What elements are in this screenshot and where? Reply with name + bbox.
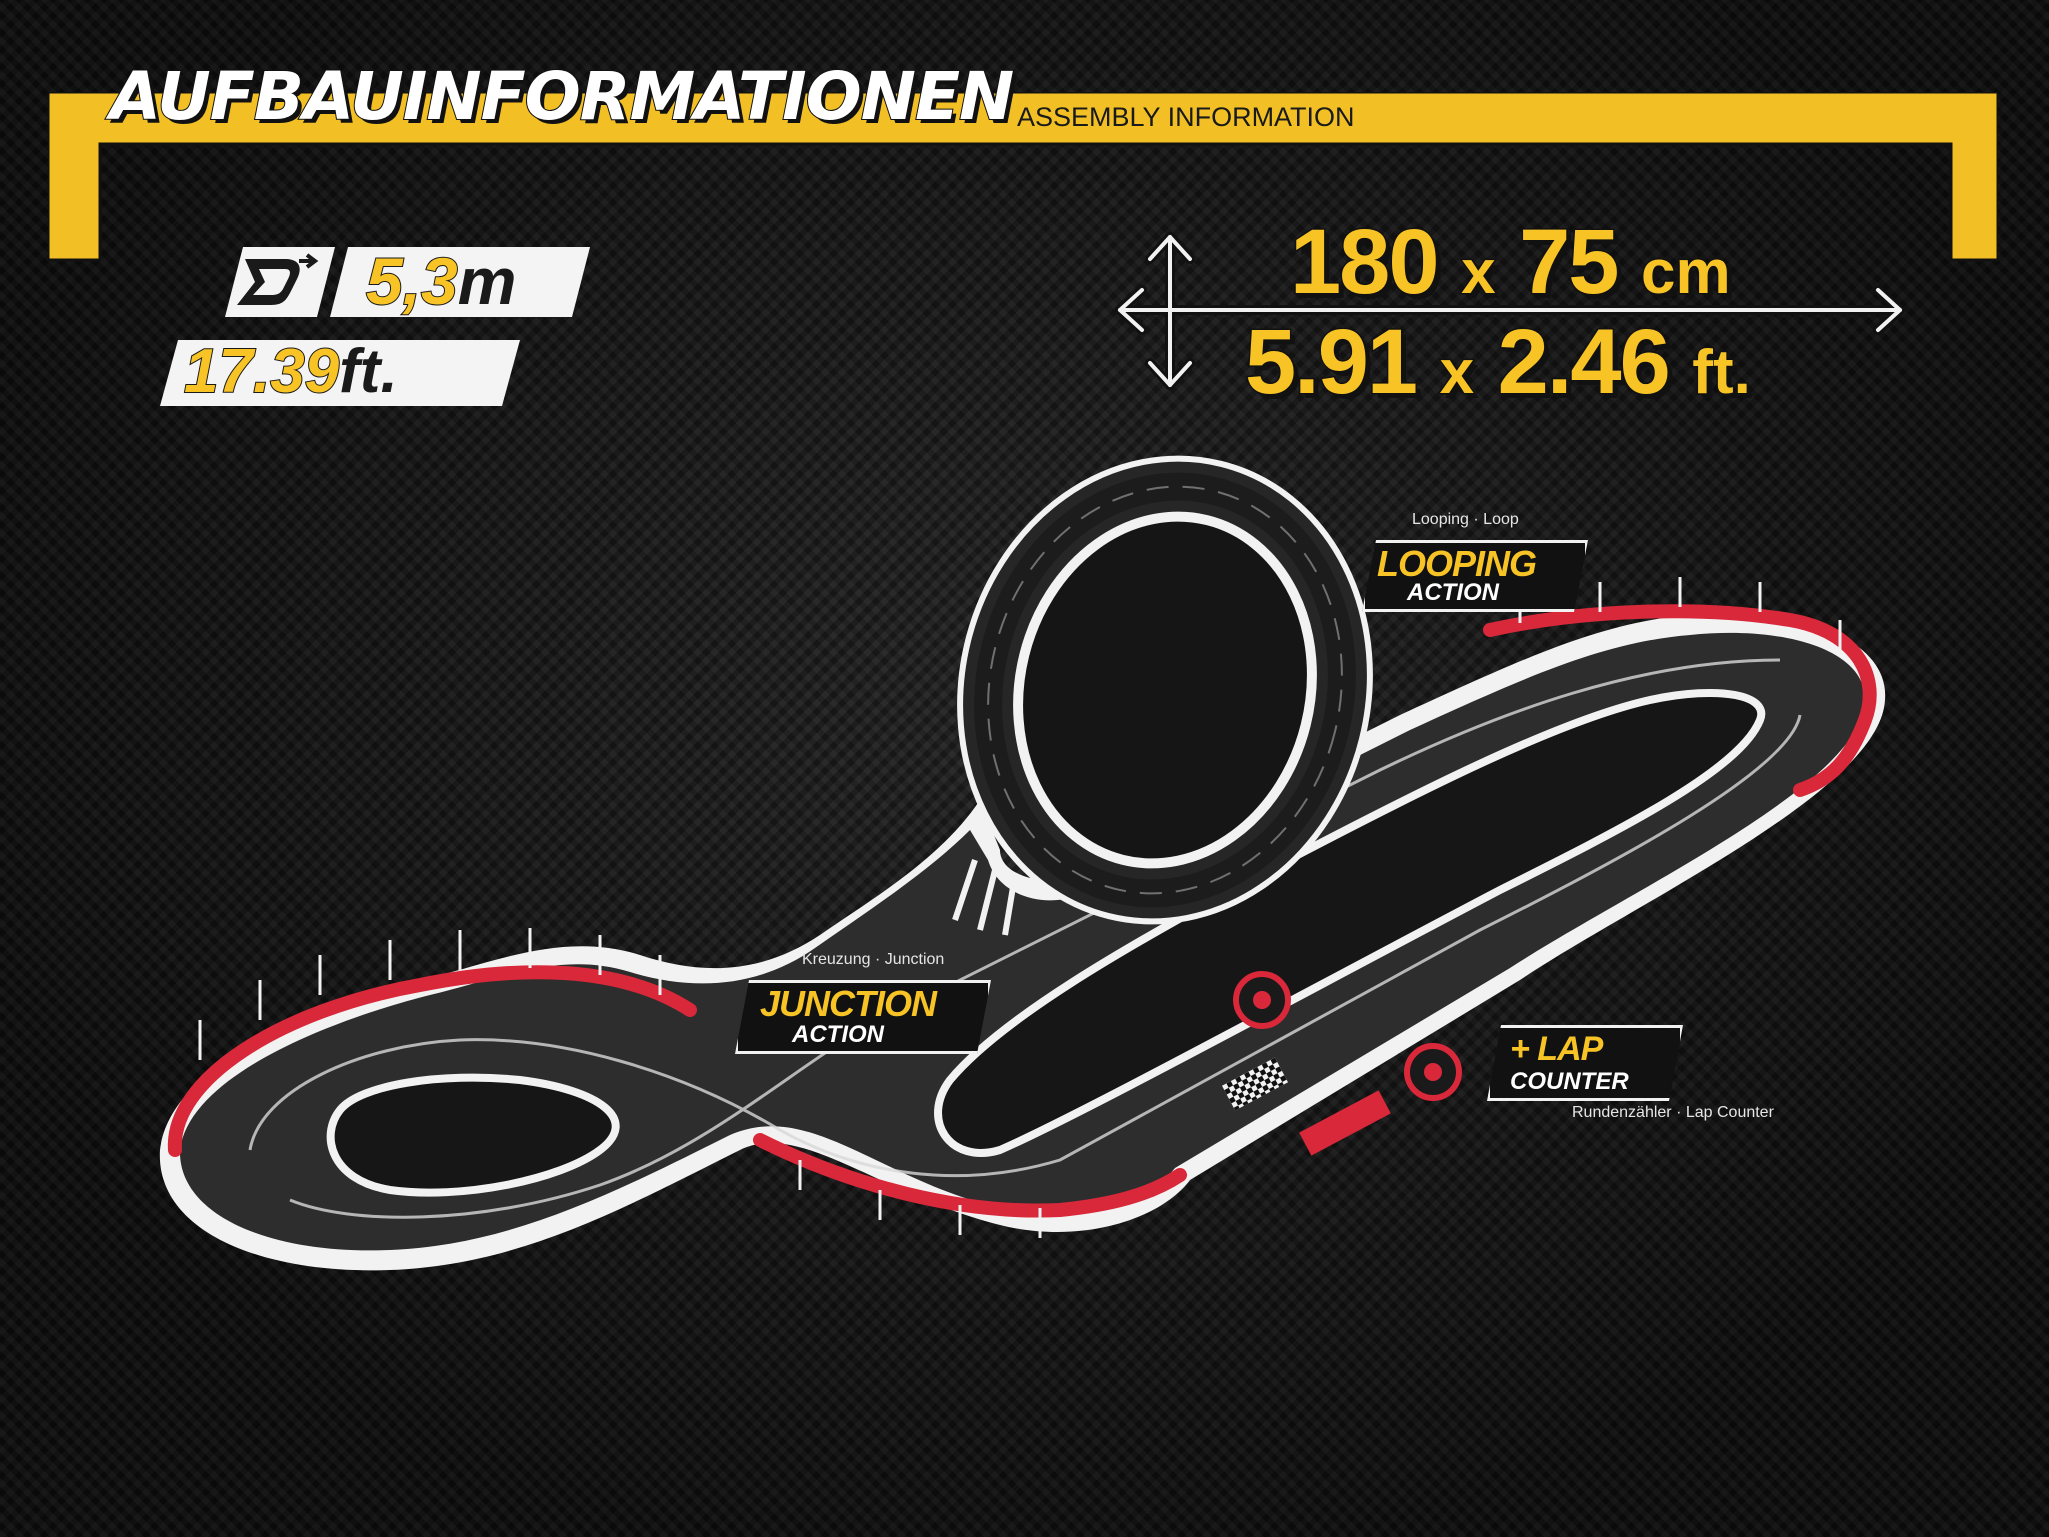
length-imperial-unit: ft.	[339, 337, 398, 406]
lap-counter-device	[1221, 971, 1462, 1156]
dimensions-metric-x: x	[1460, 237, 1498, 309]
length-icon-banner	[225, 247, 335, 317]
right-infield	[934, 688, 1766, 1157]
looping-tag: LOOPING ACTION	[1362, 540, 1588, 612]
dimension-arrows-icon	[1115, 232, 1905, 390]
junction-caption: Kreuzung · Junction	[802, 951, 945, 968]
dimensions-imperial: 5.91 x 2.46 ft.	[1243, 310, 1753, 415]
dimensions-imperial-unit: ft.	[1691, 337, 1753, 409]
junction-tag: JUNCTION ACTION	[735, 980, 991, 1054]
lap-counter-tag-main: + LAP	[1510, 1030, 1603, 1068]
dimensions-metric-width: 180	[1289, 210, 1441, 315]
track-length-icon	[225, 247, 335, 317]
dimensions-metric-height: 75	[1518, 210, 1621, 315]
dimensions-metric: 180 x 75 cm	[1289, 210, 1733, 315]
dimensions-imperial-width: 5.91	[1243, 310, 1419, 415]
dimensions-imperial-height: 2.46	[1496, 310, 1672, 415]
header-bracket	[48, 92, 1998, 262]
junction-tag-main: JUNCTION	[760, 983, 937, 1024]
loop-section	[952, 455, 1373, 936]
length-imperial-value: 17.39	[184, 337, 340, 406]
length-metric-banner: 5,3m	[330, 247, 590, 317]
lap-counter-caption: Rundenzähler · Lap Counter	[1572, 1104, 1774, 1121]
looping-caption: Looping · Loop	[1412, 511, 1519, 528]
junction-tag-sub: ACTION	[792, 1021, 884, 1048]
looping-tag-sub: ACTION	[1407, 579, 1499, 606]
dimensions-imperial-x: x	[1438, 337, 1476, 409]
barriers	[167, 604, 1877, 1218]
dimensions-metric-unit: cm	[1640, 237, 1733, 309]
length-imperial-banner: 17.39ft.	[160, 340, 520, 406]
looping-tag-main: LOOPING	[1377, 543, 1537, 584]
page-subtitle: ASSEMBLY INFORMATION	[1017, 102, 1355, 132]
lap-counter-tag-sub: COUNTER	[1510, 1068, 1629, 1095]
length-metric-value: 5,3	[366, 244, 458, 318]
lap-counter-tag: + LAP COUNTER	[1487, 1025, 1683, 1101]
page-title: AUFBAUINFORMATIONEN	[109, 57, 1015, 136]
length-metric-unit: m	[457, 244, 517, 318]
left-infield	[326, 1073, 620, 1197]
